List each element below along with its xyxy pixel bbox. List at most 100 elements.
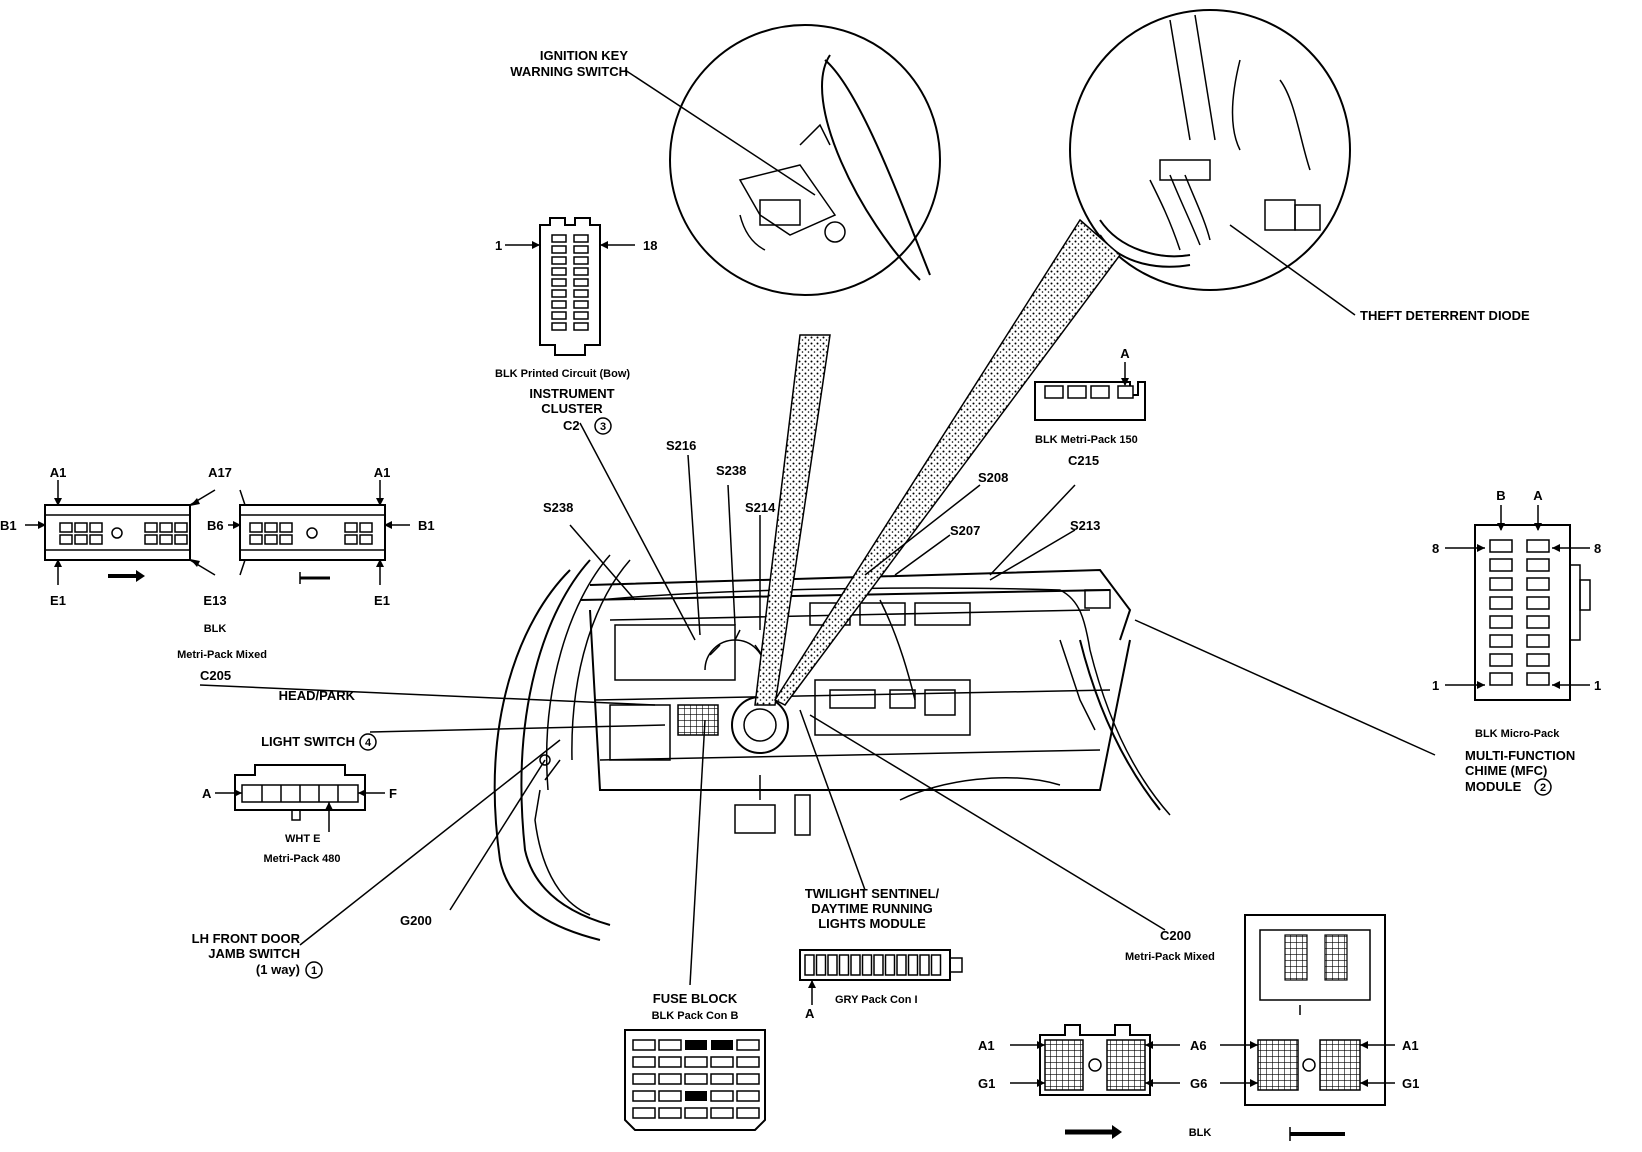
mfc-line3: MODULE [1465, 779, 1522, 794]
connector-cavity [884, 954, 896, 976]
door-jamb-line3: (1 way) [256, 962, 300, 977]
cluster-pin-18: 18 [643, 238, 657, 253]
connector-cavity [359, 534, 373, 545]
connector-cavity [815, 954, 827, 976]
right-conn-b1: B1 [418, 518, 435, 533]
ignition-detail [669, 24, 941, 706]
left-conn-a1: A1 [50, 465, 67, 480]
connector-cavity [907, 954, 919, 976]
mfc-pin-b: B [1496, 488, 1505, 503]
fuse-cavity-filled [711, 1040, 733, 1050]
fuse-block-spec: BLK Pack Con B [652, 1010, 739, 1022]
door-jamb-line1: LH FRONT DOOR [192, 931, 301, 946]
c205-label: C205 [200, 668, 231, 683]
twilight-connector [799, 949, 963, 1005]
cluster-name-line1: INSTRUMENT [529, 386, 614, 401]
fuse-cavity [684, 1073, 708, 1085]
s208-label: S208 [978, 470, 1008, 485]
connector-cavity [838, 954, 850, 976]
leader-lines [199, 69, 1436, 986]
mfc-badge-circle [1534, 778, 1552, 796]
mfc-badge: 2 [1540, 782, 1546, 794]
connector-cavity [1526, 596, 1550, 610]
mfc-line1: MULTI-FUNCTION [1465, 748, 1575, 763]
c200-g6: G6 [1190, 1076, 1207, 1091]
head-park-badge: 4 [365, 737, 372, 749]
s238-left-label: S238 [543, 500, 573, 515]
twilight-pin-a: A [805, 1006, 815, 1021]
c200-a1-left: A1 [978, 1038, 995, 1053]
fuse-block-name: FUSE BLOCK [653, 991, 738, 1006]
right-conn-e1: E1 [374, 593, 390, 608]
g200-label: G200 [400, 913, 432, 928]
cluster-badge-circle [594, 417, 612, 435]
c200-g1-right: G1 [1402, 1076, 1419, 1091]
ignition-key-label-line2: WARNING SWITCH [510, 64, 628, 79]
connector-cavity [144, 534, 158, 545]
connector-cavity [59, 522, 73, 533]
connector-cavity [551, 289, 567, 298]
connector-cavity [359, 522, 373, 533]
fuse-cavity [710, 1107, 734, 1119]
connector-cavity [344, 534, 358, 545]
connector-cavity [573, 289, 589, 298]
connector-cavity [264, 522, 278, 533]
mfc-pin-1-left: 1 [1432, 678, 1439, 693]
connector-cavity [74, 534, 88, 545]
connector-cavity [896, 954, 907, 976]
theft-diode-label: THEFT DETERRENT DIODE [1360, 308, 1530, 323]
connector-cavity [573, 300, 589, 309]
head-park-name-line2: LIGHT SWITCH [261, 734, 355, 749]
cluster-spec: BLK Printed Circuit (Bow) [495, 368, 630, 380]
connector-cavity [1526, 577, 1550, 591]
fuse-cavity [658, 1039, 682, 1051]
fuse-cavity [658, 1090, 682, 1102]
connector-cavity [1526, 558, 1550, 572]
fuse-cavity [710, 1056, 734, 1068]
connector-cavity [804, 954, 815, 976]
connector-cavity [573, 267, 589, 276]
connector-cavity [249, 534, 263, 545]
fuse-cavity [736, 1090, 760, 1102]
connector-cavity [573, 311, 589, 320]
connector-cavity [1489, 596, 1513, 610]
ignition-key-label-line1: IGNITION KEY [540, 48, 628, 63]
c200-g1-left: G1 [978, 1076, 995, 1091]
connector-cavity [159, 522, 173, 533]
left-conn-b1: B1 [0, 518, 17, 533]
mfc-pin-1-right: 1 [1594, 678, 1601, 693]
instrument-cluster-connector [505, 217, 635, 356]
connector-cavity [1489, 558, 1513, 572]
connector-cavity [174, 534, 188, 545]
mfc-pin-8-left: 8 [1432, 541, 1439, 556]
fuse-cavity [658, 1056, 682, 1068]
head-park-pin-a: A [202, 786, 212, 801]
mfc-connector [1445, 505, 1591, 701]
fuse-cavity [684, 1107, 708, 1119]
fuse-cavity [736, 1056, 760, 1068]
connector-cavity [1489, 577, 1513, 591]
head-park-name-line1: HEAD/PARK [279, 688, 356, 703]
c215-label: C215 [1068, 453, 1099, 468]
connector-cavity [344, 522, 358, 533]
twilight-line3: LIGHTS MODULE [818, 916, 926, 931]
connector-cavity [919, 954, 930, 976]
connector-cavity [551, 256, 567, 265]
cluster-connector-id: C2 [563, 418, 580, 433]
c215-pin-a: A [1120, 346, 1130, 361]
connector-cavity [551, 278, 567, 287]
connector-cavity [279, 522, 293, 533]
fuse-cavity [632, 1090, 656, 1102]
c200-a1-right: A1 [1402, 1038, 1419, 1053]
connector-cavity [89, 534, 103, 545]
connector-cavity [573, 234, 589, 243]
mfc-spec: BLK Micro-Pack [1475, 728, 1560, 740]
connector-cavity [930, 954, 942, 976]
fuse-cavity [710, 1073, 734, 1085]
twilight-spec: GRY Pack Con I [835, 994, 918, 1006]
head-park-badge-circle [359, 733, 377, 751]
connector-cavity [551, 234, 567, 243]
connector-cavity [1526, 672, 1550, 686]
s238-top-label: S238 [716, 463, 746, 478]
